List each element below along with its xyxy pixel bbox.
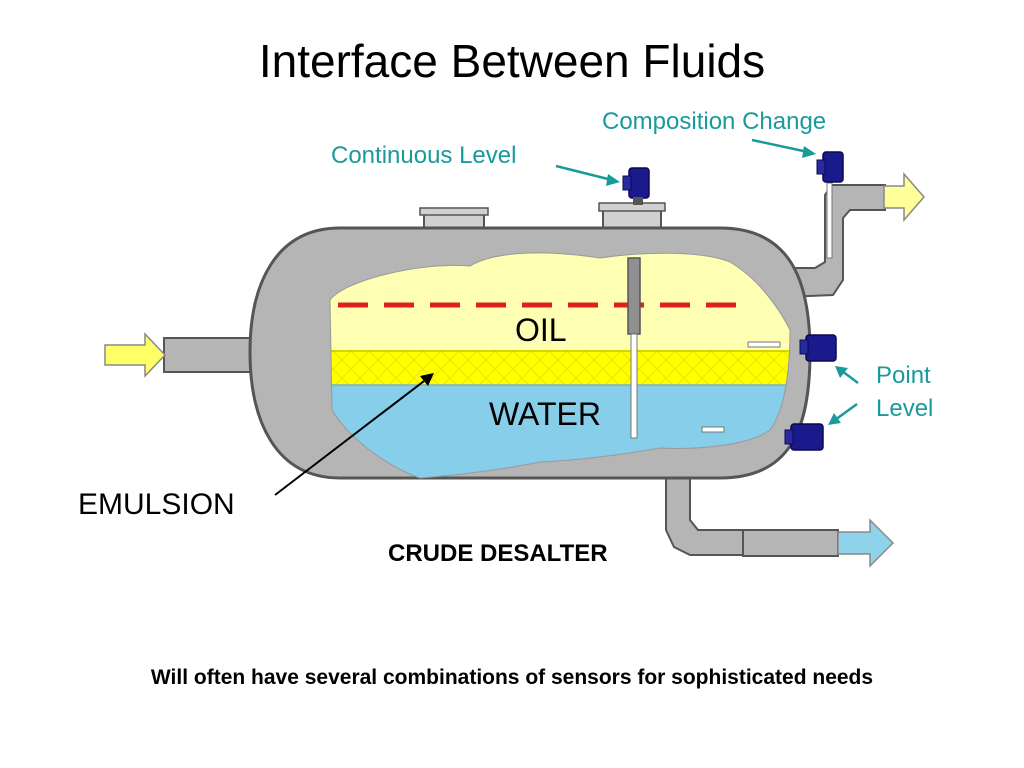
point-probe-lower [701,426,725,433]
point-level-label-line1: Point [876,362,931,389]
water-label: WATER [489,396,601,432]
label-pointers [555,138,859,425]
point-level-sensor-lower [784,423,824,451]
caption: Will often have several combinations of … [150,666,874,689]
point-level-pointer-upper [841,370,859,384]
vessel-name-label: CRUDE DESALTER [388,540,608,567]
level-probe-rod [630,333,638,439]
inlet-pipe [163,337,257,373]
water-outlet-pipe [665,469,746,556]
continuous-level-label: Continuous Level [331,142,517,169]
continuous-level-pointer [555,164,613,182]
point-level-pointer-lower [834,402,858,422]
level-probe-top [627,257,641,335]
composition-change-label: Composition Change [602,108,827,135]
inlet-arrow [104,332,167,378]
composition-probe-rod [826,182,833,259]
water-outlet-arrow [837,518,895,568]
page-title: Interface Between Fluids [258,35,766,87]
oil-label: OIL [515,312,567,348]
emulsion-pointer [274,377,429,496]
emulsion-label: EMULSION [78,488,235,521]
composition-change-sensor [816,151,844,183]
point-level-label-line2: Level [876,395,934,422]
composition-change-pointer [751,138,809,154]
oil-outlet-arrow [883,171,925,223]
point-level-sensor-upper [799,334,837,362]
point-probe-upper [747,341,781,348]
continuous-level-sensor [622,167,650,205]
